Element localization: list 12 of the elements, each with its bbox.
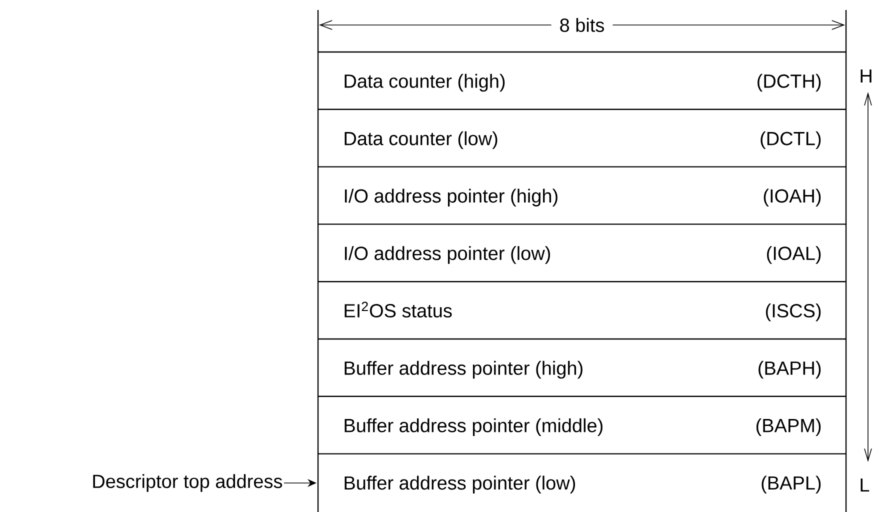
register-row: Buffer address pointer (low) (BAPL) [318,453,846,494]
direction-label: H [860,69,872,83]
dimension-label: 8 bits [551,16,613,34]
register-row: Data counter (high) (DCTH) [318,51,846,92]
register-row: Data counter (low) (DCTL) [318,108,846,150]
register-row: I/O address pointer (low) (IOAL) [318,224,846,264]
register-row: Buffer address pointer (middle) (BAPM) [318,396,846,436]
register-row: EI$^{2}$OS status (ISCS) [318,281,846,322]
register-row: I/O address pointer (high) (IOAH) [318,166,846,206]
direction-label: L [860,478,870,492]
register-row: Buffer address pointer (high) (BAPH) [318,338,846,379]
pointer-label: Descriptor top address [93,474,282,492]
